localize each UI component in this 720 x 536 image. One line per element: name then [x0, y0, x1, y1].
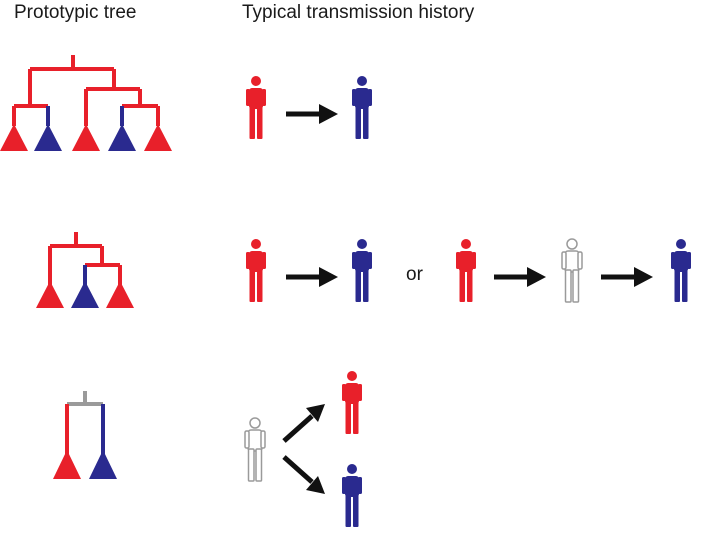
tree1-tip-1: [0, 124, 28, 151]
row1-target-person-icon: [352, 76, 372, 139]
tree1-tip-2: [34, 124, 62, 151]
tree3-tip-2: [89, 450, 117, 479]
row3-unsampled-source-person-icon: [244, 417, 266, 482]
row1-arrow: [286, 104, 338, 124]
tree2-tip-2: [71, 281, 99, 308]
row3-target-blue-person-icon: [342, 464, 362, 527]
tree1-tip-4: [108, 124, 136, 151]
tree1-tip-3: [72, 124, 100, 151]
tree2-tip-3: [106, 281, 134, 308]
row2-alt-unsampled-person-icon: [561, 238, 583, 303]
row2-source-person-icon: [246, 239, 266, 302]
tree-row-1: [12, 55, 160, 126]
row1-source-person-icon: [246, 76, 266, 139]
row3-arrow-up: [282, 404, 325, 443]
row2-alt-source-person-icon: [456, 239, 476, 302]
row2-target-person-icon: [352, 239, 372, 302]
prototypic-tree-header: Prototypic tree: [14, 2, 137, 23]
row2-alt-arrow-1: [494, 267, 546, 287]
row2-arrow: [286, 267, 338, 287]
row2-alt-arrow-2: [601, 267, 653, 287]
tree-row-3: [65, 391, 105, 455]
or-label: or: [406, 264, 423, 285]
tree1-tip-5: [144, 124, 172, 151]
tree3-tip-1: [53, 450, 81, 479]
transmission-history-header: Typical transmission history: [242, 2, 475, 23]
tree-row-2: [48, 232, 122, 285]
row3-target-red-person-icon: [342, 371, 362, 434]
tree2-tip-1: [36, 281, 64, 308]
row3-arrow-down: [282, 455, 325, 494]
row2-alt-target-person-icon: [671, 239, 691, 302]
